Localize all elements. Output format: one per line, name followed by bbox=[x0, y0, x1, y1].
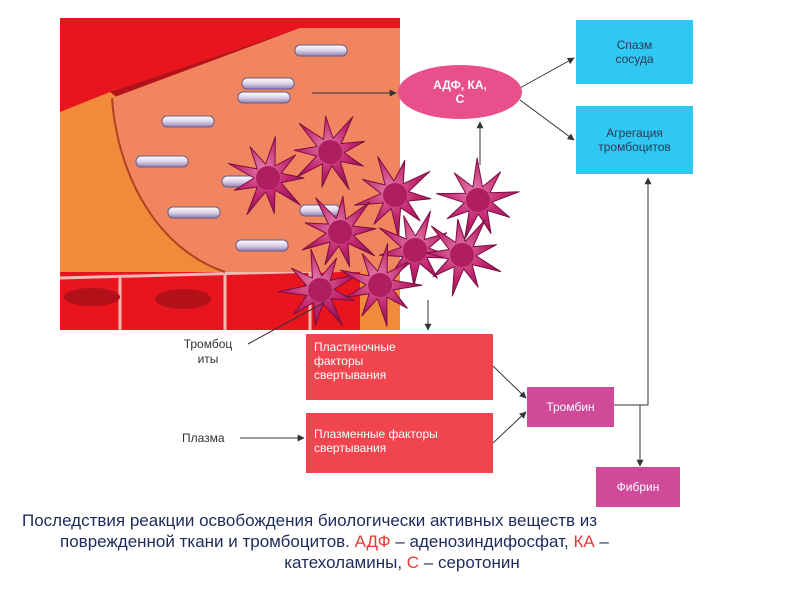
platelet-core bbox=[466, 188, 490, 212]
arrow-pf-to-thrombin bbox=[492, 365, 527, 399]
plasma-f-line1: Плазменные факторы bbox=[314, 427, 438, 441]
caption-line3: катехоламины, С – серотонин bbox=[22, 552, 782, 573]
platelets-label-line2: иты bbox=[197, 352, 219, 366]
aggregation-line1: Агрегация bbox=[606, 126, 663, 140]
caption-line3b: – серотонин bbox=[419, 553, 520, 572]
figure-caption: Последствия реакции освобождения биологи… bbox=[22, 510, 782, 573]
pf-line2: факторы bbox=[314, 354, 364, 368]
platelet-cluster bbox=[228, 115, 520, 327]
fibrin-label: Фибрин bbox=[616, 480, 660, 494]
caption-ka: КА bbox=[573, 532, 595, 551]
caption-c: С bbox=[406, 553, 420, 572]
platelet-core bbox=[328, 220, 352, 244]
arrow-to-aggregation bbox=[519, 99, 575, 141]
caption-adf: АДФ bbox=[354, 532, 391, 551]
pf-line1: Пластиночные bbox=[314, 340, 396, 354]
arrow-plasma-to-thrombin bbox=[492, 411, 527, 444]
plasma-label: Плазма bbox=[182, 431, 225, 445]
platelet-factors-box: Пластиночные факторы свертывания bbox=[306, 334, 493, 400]
plasma-factors-box: Плазменные факторы свертывания bbox=[306, 413, 493, 473]
platelets-label: Тромбоц иты bbox=[168, 337, 248, 367]
caption-line2b: – аденозиндифосфат, bbox=[390, 532, 574, 551]
cell-nucleus bbox=[64, 288, 120, 306]
cell-nucleus bbox=[155, 289, 211, 309]
caption-line2a: поврежденной ткани и тромбоцитов. bbox=[60, 532, 355, 551]
arrows bbox=[240, 57, 652, 467]
platelet-core bbox=[308, 278, 332, 302]
thrombin-label: Тромбин bbox=[546, 400, 595, 414]
caption-line2c: – bbox=[594, 532, 609, 551]
mediators-line1: АДФ, КА, bbox=[433, 78, 487, 92]
vessel-spasm-line2: сосуда bbox=[615, 52, 654, 66]
platelets-label-line1: Тромбоц bbox=[183, 337, 233, 351]
vessel-spasm-box: Спазм сосуда bbox=[576, 20, 693, 84]
fibrin-box: Фибрин bbox=[596, 467, 680, 507]
pf-line3: свертывания bbox=[314, 368, 387, 382]
caption-line3a: катехоламины, bbox=[284, 553, 407, 572]
platelet-core bbox=[368, 273, 392, 297]
caption-line2: поврежденной ткани и тромбоцитов. АДФ – … bbox=[22, 531, 782, 552]
aggregation-line2: тромбоцитов bbox=[598, 140, 671, 154]
platelet-core bbox=[403, 238, 427, 262]
arrow-to-spasm bbox=[519, 57, 575, 89]
plasma-f-line2: свертывания bbox=[314, 441, 387, 455]
arrow-thrombin-to-aggregation bbox=[614, 177, 652, 406]
platelet-aggregation-box: Агрегация тромбоцитов bbox=[576, 106, 693, 174]
mediators-node: АДФ, КА, С bbox=[398, 65, 522, 119]
vessel-spasm-line1: Спазм bbox=[616, 38, 653, 52]
thrombin-box: Тромбин bbox=[527, 387, 614, 427]
platelet-core bbox=[450, 243, 474, 267]
mediators-line2: С bbox=[455, 92, 465, 106]
tissue-illustration bbox=[59, 18, 400, 330]
caption-line1: Последствия реакции освобождения биологи… bbox=[22, 511, 598, 530]
granule-tubes bbox=[135, 44, 348, 252]
platelet-core bbox=[383, 183, 407, 207]
platelet-core bbox=[256, 166, 280, 190]
platelets-label-line bbox=[247, 301, 326, 345]
platelet-core bbox=[318, 140, 342, 164]
